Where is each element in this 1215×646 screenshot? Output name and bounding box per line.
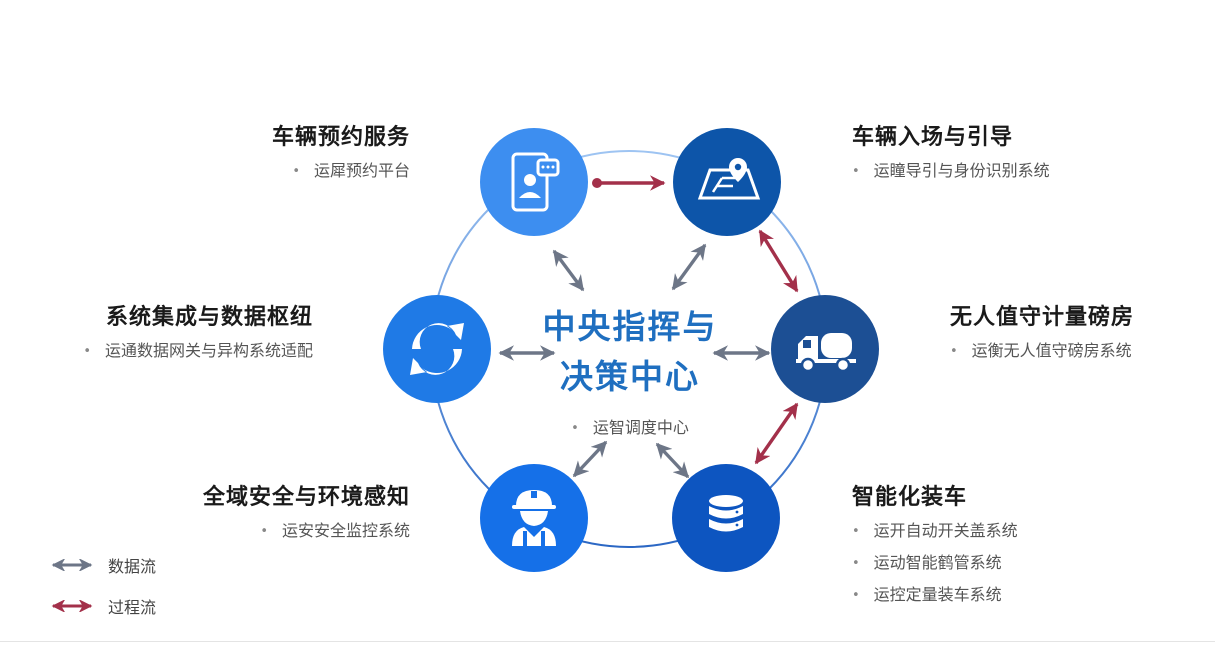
legend-data-flow-label: 数据流: [108, 557, 157, 576]
node-reservation-item: 运犀预约平台: [292, 156, 410, 188]
center-title: 中央指挥与 决策中心: [530, 302, 730, 402]
node-integration-title: 系统集成与数据枢纽: [105, 305, 313, 330]
center-title-line2: 决策中心: [560, 357, 700, 396]
center-subsystem-item: 运智调度中心: [540, 413, 720, 445]
center-title-line1: 中央指挥与: [542, 307, 718, 346]
process-arrow-entry-to-weighing: [758, 229, 799, 293]
node-safety-title: 全域安全与环境感知: [202, 485, 410, 510]
node-loading-item: 运开自动开关盖系统: [852, 516, 1018, 548]
process-flow-arrows: [592, 175, 799, 465]
sync-arrows-icon: [410, 323, 464, 375]
data-arrow-entry: [671, 243, 707, 291]
legend-process-flow-label: 过程流: [108, 598, 157, 617]
node-safety: [480, 464, 588, 572]
node-loading-title: 智能化装车: [852, 485, 968, 510]
node-reservation-list: 运犀预约平台: [292, 156, 410, 188]
legend-process-flow: 过程流: [48, 594, 156, 618]
node-entry: [673, 128, 781, 236]
data-arrow-safety: [572, 440, 608, 478]
node-integration-circle: [383, 295, 491, 403]
data-arrow-loading: [655, 442, 690, 479]
node-loading: [672, 464, 780, 572]
node-entry-circle: [673, 128, 781, 236]
legend-data-flow: 数据流: [48, 553, 156, 577]
node-weighing: [771, 295, 879, 403]
node-entry-title: 车辆入场与引导: [852, 125, 1014, 150]
node-weighing-list: 运衡无人值守磅房系统: [950, 336, 1132, 368]
node-safety-item: 运安安全监控系统: [260, 516, 410, 548]
mobile-user-chat-icon: [511, 152, 560, 212]
node-loading-item: 运控定量装车系统: [852, 580, 1018, 612]
data-flow-arrow-icon: [51, 559, 93, 571]
map-pin-icon: [697, 158, 761, 200]
hard-hat-worker-icon: [512, 490, 556, 546]
node-reservation-title: 车辆预约服务: [271, 125, 410, 150]
node-reservation: [480, 128, 588, 236]
data-arrow-reservation: [552, 249, 585, 292]
process-flow-arrow-icon: [51, 600, 93, 612]
tanker-truck-icon: [796, 333, 856, 373]
process-arrow-weighing-to-loading: [754, 402, 799, 465]
node-loading-item: 运动智能鹤管系统: [852, 548, 1018, 580]
node-safety-list: 运安安全监控系统: [260, 516, 410, 548]
database-icon: [709, 495, 743, 532]
process-arrow-start-dot: [592, 178, 602, 188]
node-entry-list: 运瞳导引与身份识别系统: [852, 156, 1050, 188]
node-integration-list: 运通数据网关与异构系统适配: [83, 336, 313, 368]
node-integration: [383, 295, 491, 403]
node-entry-item: 运瞳导引与身份识别系统: [852, 156, 1050, 188]
bottom-divider: [0, 641, 1215, 642]
node-loading-list: 运开自动开关盖系统 运动智能鹤管系统 运控定量装车系统: [852, 516, 1018, 612]
node-weighing-item: 运衡无人值守磅房系统: [950, 336, 1132, 368]
center-subsystem-list: 运智调度中心: [540, 413, 720, 445]
data-flow-arrows: [498, 243, 771, 479]
node-integration-item: 运通数据网关与异构系统适配: [83, 336, 313, 368]
node-weighing-title: 无人值守计量磅房: [950, 305, 1135, 330]
